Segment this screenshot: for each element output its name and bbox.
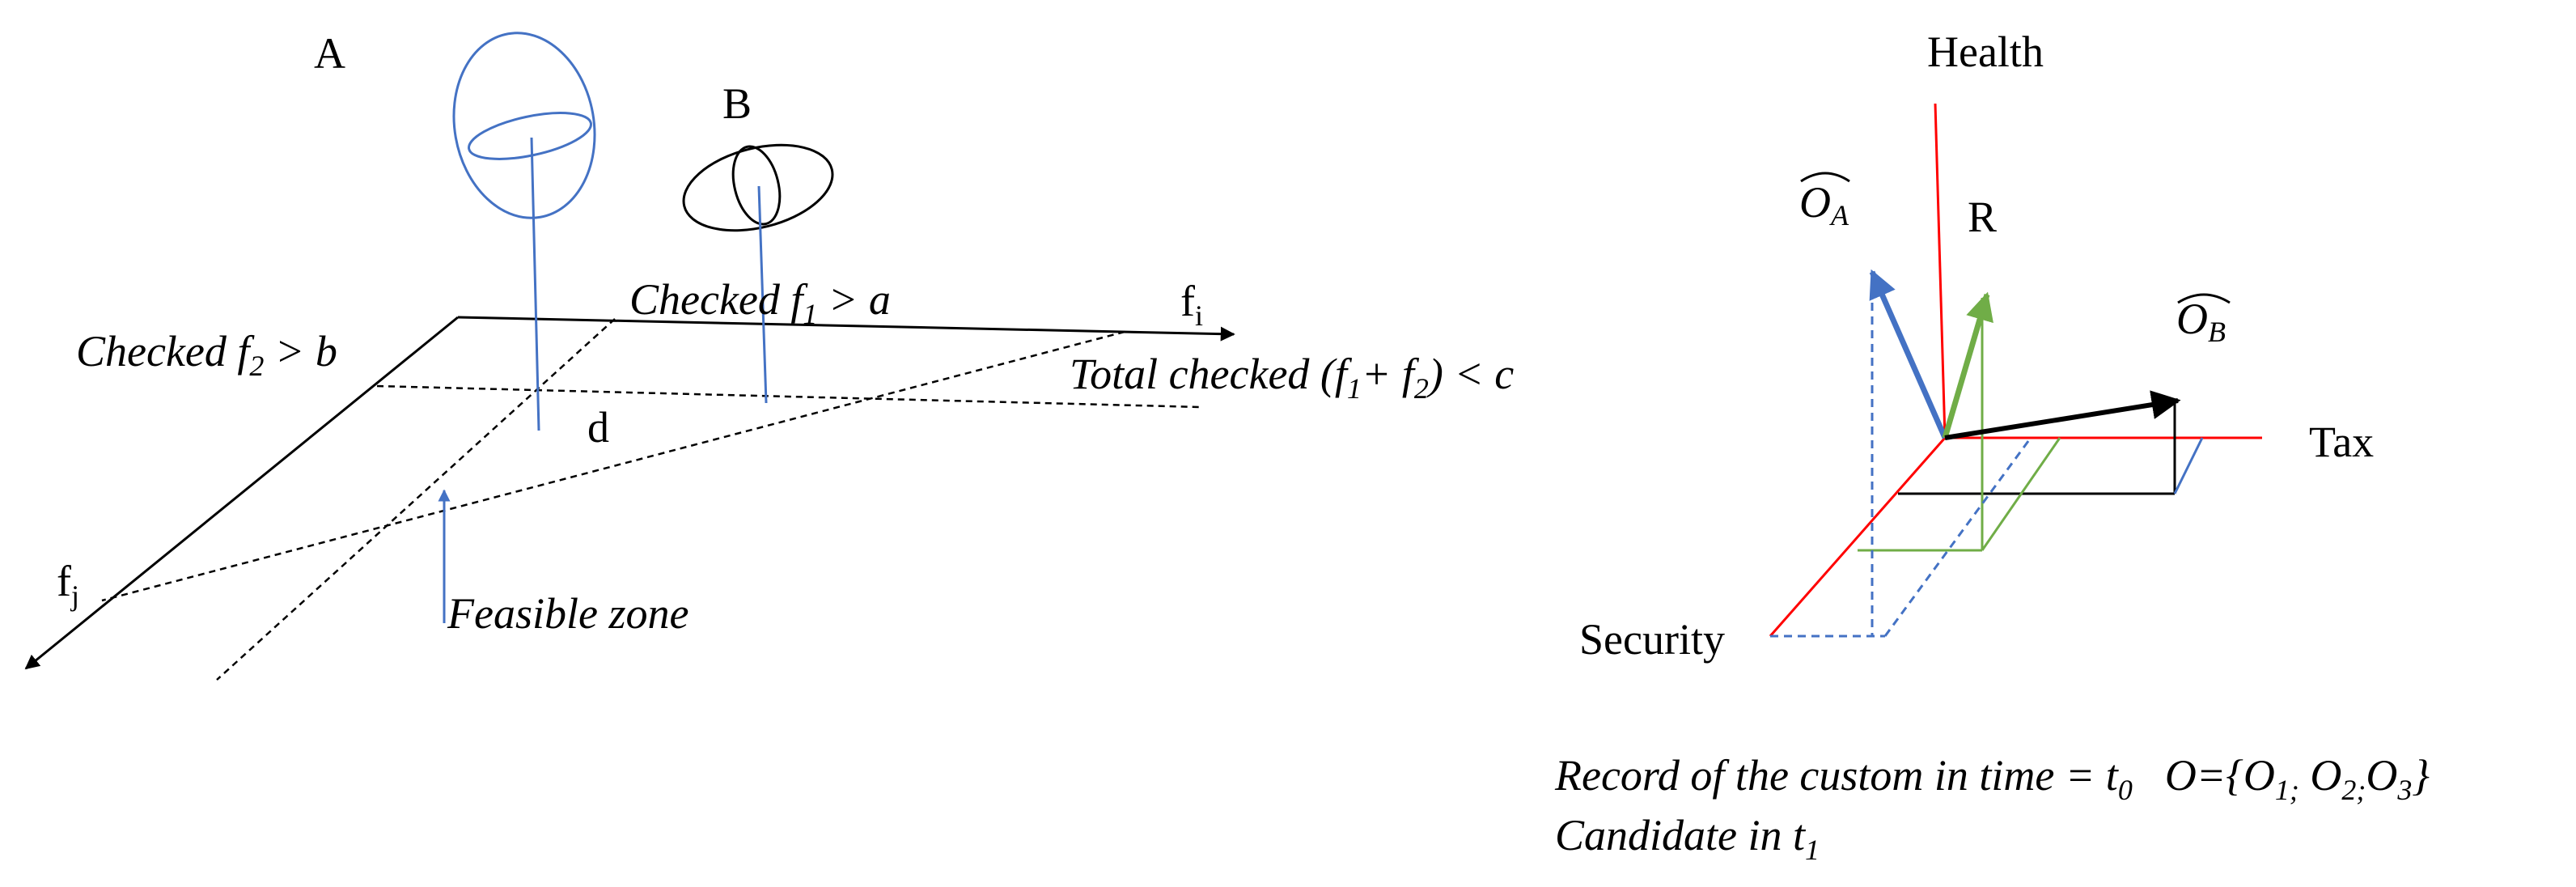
object-a-ring <box>468 112 592 160</box>
axis-fi-base: f <box>1180 277 1195 325</box>
total-checked-tail: ) < c <box>1426 350 1514 398</box>
caption-line-2: Candidate in t1 <box>1555 811 1820 866</box>
label-b: B <box>722 79 752 128</box>
vector-ob-label: OB <box>2176 295 2226 348</box>
caption-set-mid2: O <box>2366 751 2397 800</box>
axis-security-line <box>1769 437 1947 637</box>
axis-fj-base: f <box>57 557 71 605</box>
object-b-ellipse <box>682 143 834 232</box>
checked-f1-tail: > a <box>817 275 890 324</box>
total-checked-sub2: 2 <box>1414 372 1429 405</box>
axis-fi-line <box>457 316 1235 342</box>
caption-set-prefix: O={O <box>2165 751 2275 800</box>
axis-security-label: Security <box>1579 615 1725 664</box>
label-r: R <box>1968 193 1997 241</box>
checked-f1-label: Checked f1 > a <box>629 275 891 330</box>
label-d: d <box>587 403 609 452</box>
total-checked-sub1: 1 <box>1347 372 1362 405</box>
caption-candidate-text: Candidate in t <box>1555 811 1807 859</box>
total-checked-mid: + f <box>1362 350 1420 398</box>
axis-fj-label: fj <box>57 557 79 612</box>
constraint-f2-line <box>376 384 1201 409</box>
vector-r-arrow <box>1942 291 1993 439</box>
total-checked-text: Total checked (f <box>1070 350 1353 398</box>
object-a-ellipse <box>452 32 596 219</box>
vector-ob-hat <box>2177 293 2231 304</box>
vector-oa-base: O <box>1799 178 1831 227</box>
checked-f2-sub: 2 <box>249 350 264 382</box>
axis-fj-sub: j <box>70 579 79 612</box>
left-diagram: A B d fi fj Checked f1 > a Checked f2 > … <box>24 29 1514 681</box>
vector-oa-label: OA <box>1799 178 1849 231</box>
vector-oa-arrow <box>1869 269 1948 439</box>
object-b-pole <box>757 185 768 404</box>
vector-ob-arrow <box>1944 390 2181 440</box>
checked-f2-label: Checked f2 > b <box>76 327 337 382</box>
vector-ob-sub: B <box>2208 316 2226 348</box>
checked-f1-sub: 1 <box>803 298 817 330</box>
vector-ob-base: O <box>2176 295 2208 343</box>
caption-set-sub1: 1; <box>2275 774 2299 806</box>
caption-set-mid1: O <box>2299 751 2342 800</box>
object-a-pole <box>530 137 540 431</box>
total-checked-label: Total checked (f1+ f2) < c <box>1070 350 1514 405</box>
checked-f2-tail: > b <box>264 327 337 376</box>
axis-health-label: Health <box>1927 28 2044 76</box>
r-proj-diagonal <box>1981 437 2061 551</box>
caption-set-sub3: 3 <box>2396 774 2412 806</box>
axis-health-line <box>1934 103 1947 439</box>
axis-fj-line <box>24 316 459 670</box>
constraint-total-line <box>101 330 1125 602</box>
checked-f1-text: Checked f <box>629 275 808 324</box>
axis-fi-sub: i <box>1195 299 1203 332</box>
object-b-ring <box>731 145 782 226</box>
oa-proj-diagonal <box>1883 437 2032 637</box>
label-a: A <box>314 29 345 78</box>
caption-t1-sub: 1 <box>1805 834 1820 866</box>
vector-oa-sub: A <box>1829 199 1849 231</box>
caption-set-close: } <box>2412 751 2430 800</box>
axis-fi-label: fi <box>1180 277 1203 332</box>
caption-t0-sub: 0 <box>2118 774 2133 806</box>
caption-record-text: Record of the custom in time = t <box>1554 751 2120 800</box>
ob-proj-side <box>2173 437 2204 494</box>
constraint-f1-line <box>216 318 616 681</box>
feasible-zone-label: Feasible zone <box>447 589 688 638</box>
axis-tax-label: Tax <box>2309 418 2374 466</box>
right-diagram: Health Tax Security R OA OB <box>1579 28 2374 664</box>
caption-set-sub2: 2; <box>2341 774 2366 806</box>
vector-oa-hat <box>1800 172 1850 183</box>
checked-f2-text: Checked f <box>76 327 255 376</box>
